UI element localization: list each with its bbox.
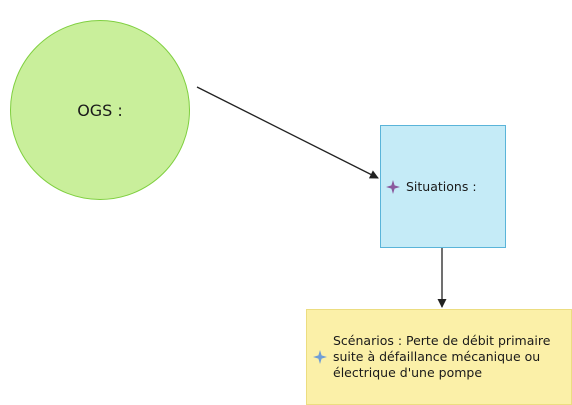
- node-scenarios-label: Scénarios : Perte de débit primaire suit…: [333, 333, 551, 380]
- node-ogs-label: OGS :: [77, 100, 123, 120]
- node-situations-label: Situations :: [406, 178, 477, 194]
- sparkle-icon: [313, 350, 327, 364]
- node-situations[interactable]: Situations :: [380, 125, 506, 248]
- node-ogs[interactable]: OGS :: [10, 20, 190, 200]
- edge-ogs-to-situations: [196, 86, 379, 179]
- sparkle-icon: [386, 179, 400, 194]
- node-scenarios[interactable]: Scénarios : Perte de débit primaire suit…: [306, 309, 572, 405]
